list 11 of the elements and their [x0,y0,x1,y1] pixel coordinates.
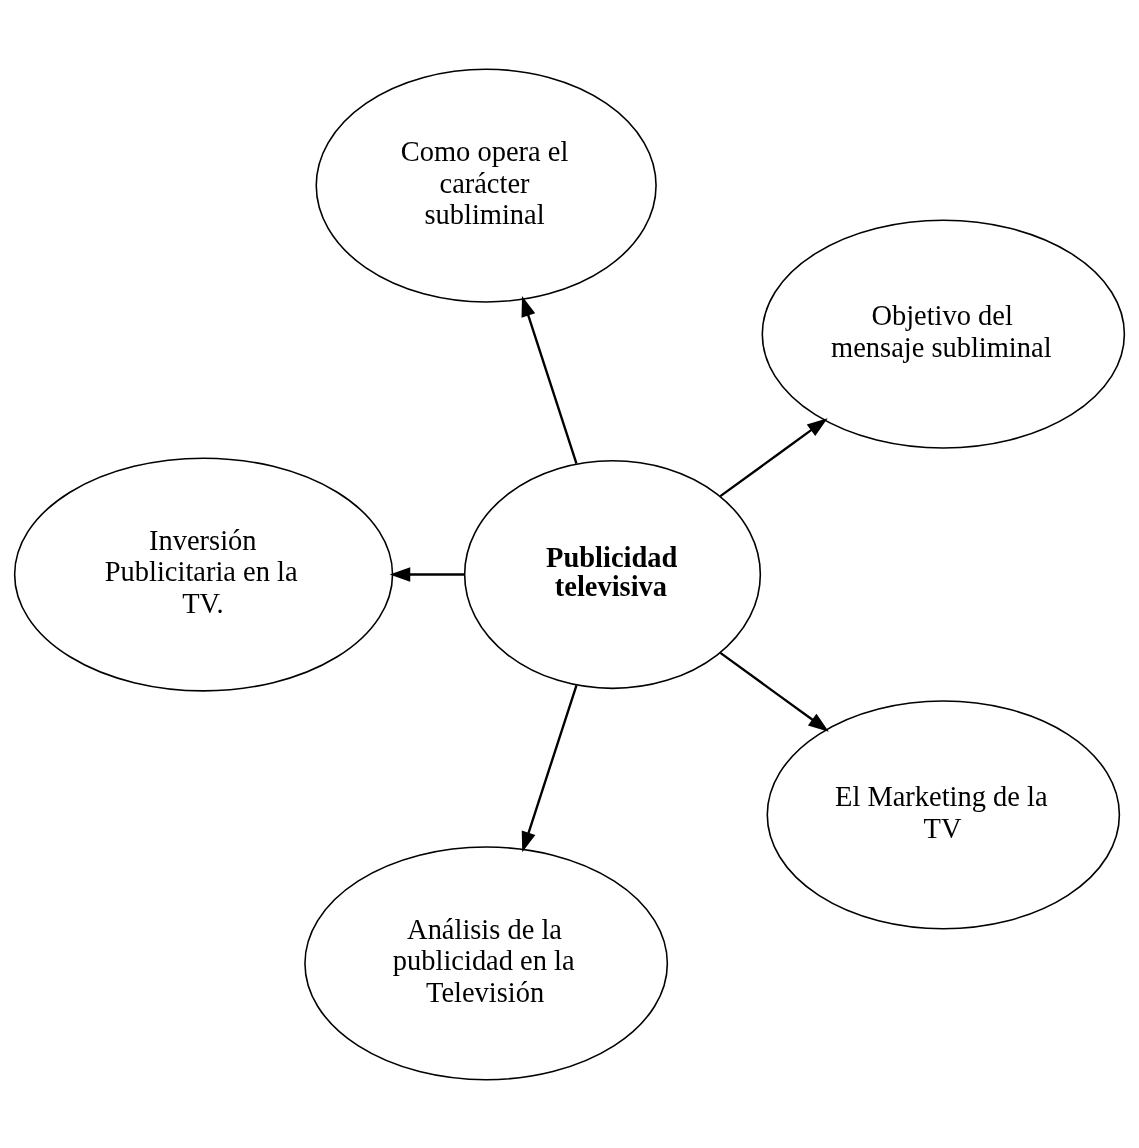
arrow [389,566,465,582]
node-ellipse: Inversión Publicitaria en la TV. [13,456,394,692]
arrow [521,295,578,464]
arrow [521,684,578,852]
node-ellipse: El Marketing de la TV [766,699,1121,929]
node-ellipse: Como opera el carácter subliminal [315,67,657,303]
node-ellipse: Objetivo del mensaje subliminal [761,219,1126,449]
node-ellipse: Publicidad televisiva [463,459,762,689]
arrow [719,651,829,732]
arrow [719,417,828,497]
node-ellipse: Análisis de la publicidad en la Televisión [304,845,669,1081]
